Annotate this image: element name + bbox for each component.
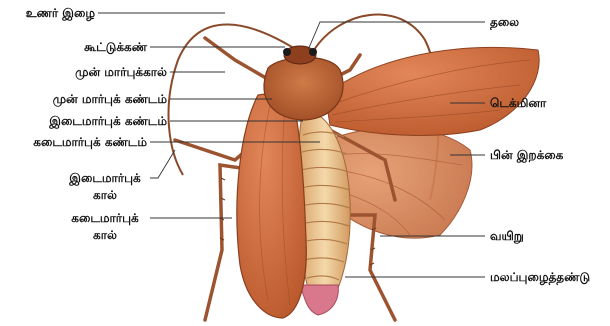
label-foreleg: முன் மார்புக்கால் xyxy=(0,65,167,79)
label-midleg-line2: கால் xyxy=(62,188,148,202)
label-anal-cerci: மலப்புழைத்தண்டு xyxy=(490,270,590,284)
compound-eye-left xyxy=(283,48,291,56)
label-prothorax: முன் மார்புக் கண்டம் xyxy=(0,92,167,106)
label-hindleg-line2: கால் xyxy=(62,228,148,242)
label-mesothorax: இடைமார்புக் கண்டம் xyxy=(0,114,167,128)
compound-eye-right xyxy=(309,48,317,56)
abdomen-tip xyxy=(300,285,338,315)
thorax-shape xyxy=(264,57,343,120)
label-tegmina: டெக்மினா xyxy=(490,96,546,110)
label-hindleg-line1: கடைமார்புக் xyxy=(62,211,148,225)
left-forewing-shape xyxy=(237,90,306,318)
label-head: தலை xyxy=(490,15,519,29)
label-compound-eye: கூட்டுக்கண் xyxy=(0,40,147,54)
label-hindwing: பின் இறக்கை xyxy=(490,148,563,162)
label-abdomen: வயிறு xyxy=(490,229,524,243)
label-midleg-line1: இடைமார்புக் xyxy=(62,171,148,185)
label-metathorax: கடைமார்புக் கண்டம் xyxy=(0,135,147,149)
label-antenna: உணர் இழை xyxy=(0,6,95,20)
